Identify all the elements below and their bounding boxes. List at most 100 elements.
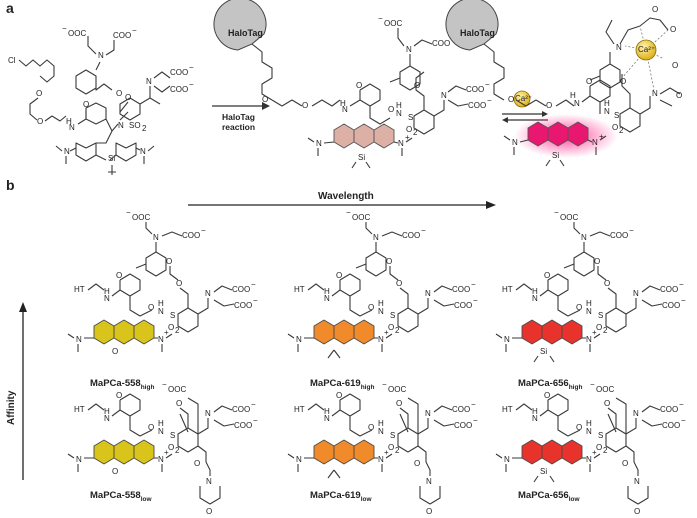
atom-n: N xyxy=(652,89,658,98)
compound-name-main: MaPCa-558 xyxy=(90,378,141,389)
halotag-label-1: HaloTag xyxy=(228,28,263,38)
atom-coo: COO xyxy=(402,231,420,240)
atom-o2: O xyxy=(388,323,394,332)
atom-o2: O xyxy=(388,443,394,452)
atom-minus: − xyxy=(126,208,131,217)
atom-n: N xyxy=(406,45,412,54)
atom-h: H xyxy=(324,287,330,296)
molecule-a1: Cl O O H N O Si N N N SO 2 O O N N xyxy=(8,24,194,175)
atom-minus: − xyxy=(421,226,426,235)
atom-minus: − xyxy=(189,80,194,89)
atom-o: O xyxy=(368,303,374,312)
atom-n: N xyxy=(373,233,379,242)
atom-ooc: OOC xyxy=(596,385,614,394)
atom-s: S xyxy=(390,431,395,440)
atom-n: N xyxy=(633,289,639,298)
atom-minus: − xyxy=(473,296,478,305)
atom-s: S xyxy=(598,311,603,320)
atom-plus: + xyxy=(592,328,597,337)
atom-n: N xyxy=(146,77,152,86)
atom-h: H xyxy=(532,287,538,296)
atom-o: O xyxy=(634,507,640,516)
atom-coo: COO xyxy=(170,85,188,94)
atom-o: O xyxy=(116,89,122,98)
atom-o2-sub: 2 xyxy=(175,326,180,335)
atom-minus: − xyxy=(378,14,383,23)
atom-ooc: OOC xyxy=(168,385,186,394)
atom-o: O xyxy=(83,100,89,109)
atom-minus: − xyxy=(251,400,256,409)
atom-n: N xyxy=(634,477,640,486)
atom-minus: − xyxy=(189,63,194,72)
atom-n: N xyxy=(633,409,639,418)
atom-n: N xyxy=(76,455,82,464)
wavelength-axis-label: Wavelength xyxy=(318,191,374,202)
atom-n: N xyxy=(158,307,164,316)
compound-name-subscript: high xyxy=(141,384,155,391)
atom-o: O xyxy=(586,77,592,86)
compound-name: MaPCa-619low xyxy=(310,490,372,503)
atom-n: N xyxy=(342,105,348,114)
compound-name-main: MaPCa-558 xyxy=(90,490,141,501)
atom-o: O xyxy=(576,423,582,432)
atom-minus: − xyxy=(382,380,387,389)
atom-n: N xyxy=(532,414,538,423)
atom-o: O xyxy=(206,507,212,516)
atom-o: O xyxy=(396,399,402,408)
atom-o: O xyxy=(166,257,172,266)
atom-plus: + xyxy=(599,132,604,141)
atom-o: O xyxy=(604,399,610,408)
atom-h: H xyxy=(324,407,330,416)
atom-plus: + xyxy=(384,448,389,457)
atom-o: O xyxy=(544,271,550,280)
atom-minus: − xyxy=(679,400,684,409)
atom-h: H xyxy=(158,299,164,308)
atom-o: O xyxy=(676,91,682,100)
atom-ht: HT xyxy=(502,405,513,414)
atom-o2: O xyxy=(168,443,174,452)
atom-minus: − xyxy=(132,26,137,35)
atom-n: N xyxy=(316,139,322,148)
compound-name: MaPCa-558low xyxy=(90,490,152,503)
atom-coo: COO xyxy=(662,301,680,310)
atom-o: O xyxy=(426,507,432,516)
atom-o: O xyxy=(396,279,402,288)
calcium-ion xyxy=(513,90,531,108)
atom-n: N xyxy=(104,414,110,423)
atom-n: N xyxy=(205,409,211,418)
atom-n-plus: N xyxy=(378,335,384,344)
atom-n: N xyxy=(574,99,580,108)
atom-n: N xyxy=(378,427,384,436)
halotag-label-2: HaloTag xyxy=(460,28,495,38)
atom-n: N xyxy=(324,414,330,423)
atom-h: H xyxy=(586,419,592,428)
atom-o2-sub: 2 xyxy=(619,126,624,135)
compound-name-main: MaPCa-656 xyxy=(518,378,569,389)
atom-h: H xyxy=(66,117,72,126)
atom-minus: − xyxy=(471,400,476,409)
atom-o2-sub: 2 xyxy=(603,326,608,335)
reaction-label-line1: HaloTag xyxy=(222,112,255,122)
atom-coo: COO xyxy=(660,405,678,414)
atom-si: Si xyxy=(540,347,547,356)
atom-coo: COO xyxy=(660,285,678,294)
atom-n: N xyxy=(592,138,598,147)
atom-coo: COO xyxy=(454,421,472,430)
atom-o: O xyxy=(116,391,122,400)
atom-coo: COO xyxy=(662,421,680,430)
affinity-axis-label: Affinity xyxy=(6,390,17,425)
atom-o: O xyxy=(37,117,43,126)
atom-n: N xyxy=(296,335,302,344)
atom-o: O xyxy=(148,303,154,312)
atom-minus: − xyxy=(681,296,686,305)
atom-o: O xyxy=(194,459,200,468)
atom-o: O xyxy=(414,459,420,468)
atom-n: N xyxy=(206,477,212,486)
atom-coo: COO xyxy=(610,231,628,240)
atom-n-plus: N xyxy=(158,455,164,464)
atom-s: S xyxy=(170,311,175,320)
fluorophore-core xyxy=(93,439,155,465)
